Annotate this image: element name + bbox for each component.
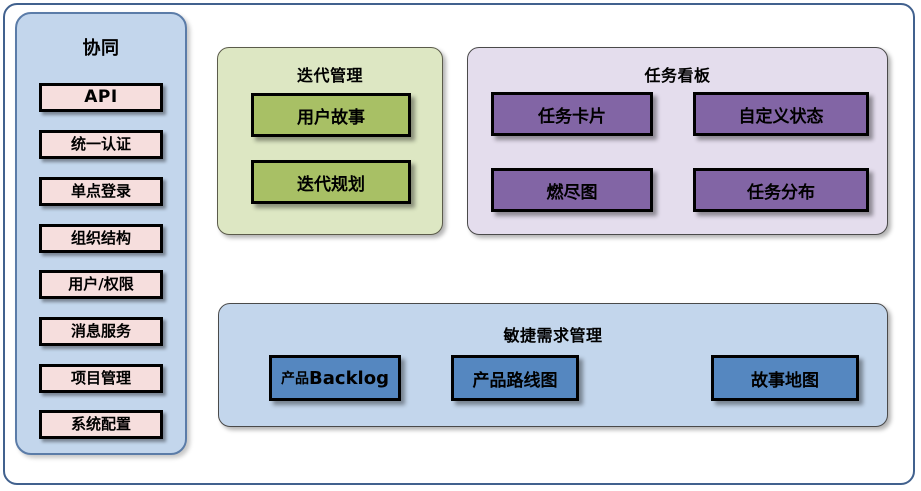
outer-frame [3, 3, 915, 485]
card-task-distribution[interactable]: 任务分布 [693, 168, 869, 212]
card-iteration-planning[interactable]: 迭代规划 [251, 160, 411, 204]
sidebar-item-message-svc[interactable]: 消息服务 [39, 317, 163, 346]
sidebar-item-unified-auth[interactable]: 统一认证 [39, 130, 163, 159]
sidebar-item-sys-config[interactable]: 系统配置 [39, 410, 163, 439]
sidebar-title: 协同 [82, 38, 120, 59]
card-user-story[interactable]: 用户故事 [251, 93, 411, 137]
sidebar-panel-collaboration[interactable]: 协同 API 统一认证 单点登录 组织结构 用户/权限 消息服务 项目管理 系统… [15, 12, 187, 455]
card-product-backlog-en: Backlog [309, 367, 389, 389]
iteration-panel-title: 迭代管理 [296, 66, 363, 85]
card-product-backlog-cn: 产品 [281, 371, 310, 387]
sidebar-item-api[interactable]: API [39, 83, 163, 112]
sidebar-item-org-structure[interactable]: 组织结构 [39, 224, 163, 253]
sidebar-item-sso[interactable]: 单点登录 [39, 177, 163, 206]
iteration-management-panel[interactable]: 迭代管理 用户故事 迭代规划 [217, 47, 443, 235]
sidebar-item-user-perms[interactable]: 用户/权限 [39, 270, 163, 299]
card-story-map[interactable]: 故事地图 [711, 355, 859, 401]
sidebar-item-project-mgmt[interactable]: 项目管理 [39, 364, 163, 393]
card-task-card[interactable]: 任务卡片 [491, 92, 653, 136]
card-burndown-chart[interactable]: 燃尽图 [491, 168, 653, 212]
card-custom-status[interactable]: 自定义状态 [693, 92, 869, 136]
task-kanban-panel[interactable]: 任务看板 任务卡片 自定义状态 燃尽图 任务分布 [467, 47, 888, 235]
agile-panel-title: 敏捷需求管理 [503, 326, 603, 345]
card-product-roadmap[interactable]: 产品路线图 [451, 355, 579, 401]
kanban-panel-title: 任务看板 [644, 66, 711, 85]
